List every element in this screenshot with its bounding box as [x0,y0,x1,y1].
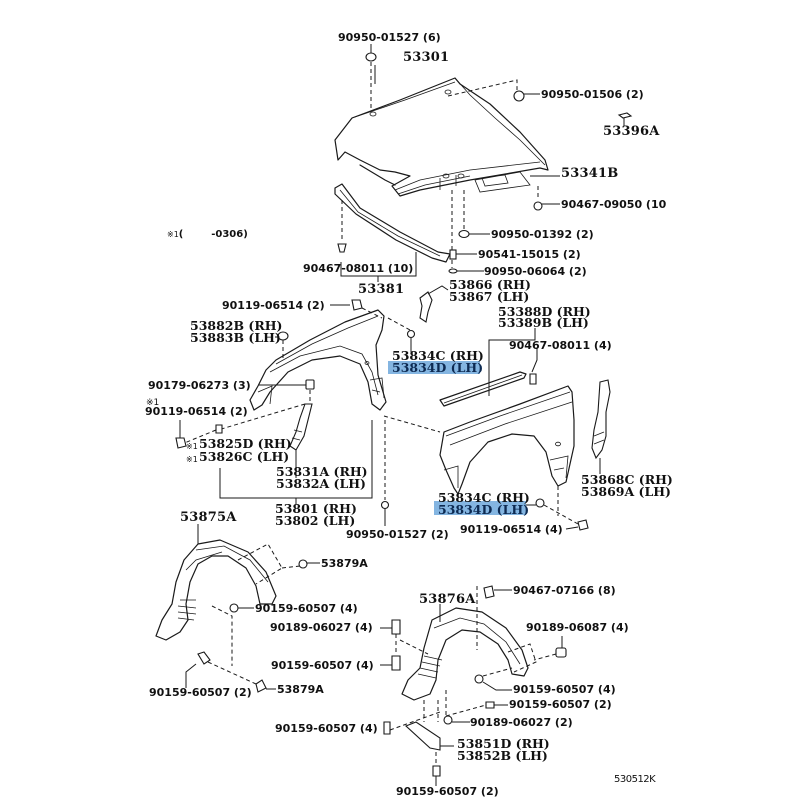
label-90159-60507-2-bottom[interactable]: 90159-60507 (2) [396,785,499,798]
label-53834c-rh-upper[interactable]: 53834C (RH) [392,348,484,363]
label-90159-60507-2-right[interactable]: 90159-60507 (2) [509,698,612,711]
label-90950-01527-2[interactable]: 90950-01527 (2) [346,528,449,541]
label-53876a[interactable]: 53876A [419,592,476,607]
label-90159-60507-4-d[interactable]: 90159-60507 (4) [275,722,378,735]
cushion-icon [458,229,490,239]
clip-icon [533,186,560,211]
fender-liner-left [155,524,283,666]
label-90189-06027-4[interactable]: 90189-06027 (4) [270,621,373,634]
label-53852b-lh[interactable]: 53852B (LH) [457,748,548,763]
screw-icon [380,655,401,671]
lower-shield [404,721,454,786]
label-53851d-rh[interactable]: 53851D (RH) [457,736,550,751]
clip-icon [483,585,512,599]
clip-icon [255,679,276,693]
label-53825d-rh[interactable]: 53825D (RH) [199,436,292,451]
label-53802-lh[interactable]: 53802 (LH) [275,513,356,528]
clip-icon [275,331,289,360]
label-90159-60507-4-a[interactable]: 90159-60507 (4) [255,602,358,615]
label-53883b-lh[interactable]: 53883B (LH) [190,330,281,345]
label-53879a-lower[interactable]: 53879A [277,683,324,696]
label-53866-rh[interactable]: 53866 (RH) [449,277,531,292]
screw-icon [474,667,513,691]
label-90119-06514-left[interactable]: 90119-06514 (2) [145,405,248,418]
label-53834c-rh-lower[interactable]: 53834C (RH) [438,490,530,505]
fender-right [439,385,575,495]
label-90119-06514-top[interactable]: 90119-06514 (2) [222,299,325,312]
brace-icon [175,403,313,451]
seal-strip [439,328,538,407]
footnote-marker: ※1 [167,230,179,239]
screw-icon [445,701,508,717]
label-53381[interactable]: 53381 [358,282,405,297]
footnote-marker-brace-rh: ※1 [186,442,198,451]
label-90159-60507-4-b[interactable]: 90159-60507 (4) [271,659,374,672]
screw-icon [383,711,441,735]
label-53834d-lh-lower[interactable]: 53834D (LH) [438,502,530,517]
label-90950-01527-6[interactable]: 90950-01527 (6) [338,31,441,44]
label-53396a[interactable]: 53396A [603,124,660,139]
label-53801-rh[interactable]: 53801 (RH) [275,501,357,516]
label-90467-07166[interactable]: 90467-07166 (8) [513,584,616,597]
label-90950-01392[interactable]: 90950-01392 (2) [491,228,594,241]
label-90119-06514-4[interactable]: 90119-06514 (4) [460,523,563,536]
nut-icon [258,379,315,404]
pad-icon [524,486,589,531]
label-53875a[interactable]: 53875A [180,510,237,525]
figure-code: 530512K [614,774,656,785]
nut-icon [365,44,377,112]
label-90179-06273[interactable]: 90179-06273 (3) [148,379,251,392]
bracket-icon [419,285,449,323]
clip-icon [533,636,567,661]
label-90467-08011-10[interactable]: 90467-08011 (10) [303,262,414,275]
label-90467-08011-4[interactable]: 90467-08011 (4) [509,339,612,352]
label-53879a-upper[interactable]: 53879A [321,557,368,570]
label-90467-09050[interactable]: 90467-09050 (10 [561,198,667,211]
fender-left [249,309,387,411]
label-53869a-lh[interactable]: 53869A (LH) [581,484,671,499]
grommet-icon [380,420,390,526]
label-53882b-rh[interactable]: 53882B (RH) [190,318,283,333]
dash-line [383,415,441,433]
grommet-icon [448,268,484,274]
pad-icon [387,317,416,352]
label-90159-60507-4-c[interactable]: 90159-60507 (4) [513,683,616,696]
label-53826c-lh[interactable]: 53826C (LH) [199,449,290,464]
footnote-marker-brace-lh: ※1 [186,455,198,464]
emblem-icon [617,112,633,126]
label-90189-06087[interactable]: 90189-06087 (4) [526,621,629,634]
label-53341b[interactable]: 53341B [561,166,619,181]
label-53832a-lh[interactable]: 53832A (LH) [276,476,366,491]
highlight-lower-pad [434,501,526,515]
screw-icon [185,651,257,688]
footnote-text: ( -0306) [178,229,248,240]
hood-seal [334,183,451,282]
clip-icon [380,619,429,655]
clip-icon [281,559,320,569]
label-53301[interactable]: 53301 [403,50,450,65]
screw-icon [229,603,254,613]
label-90159-60507-2-left[interactable]: 90159-60507 (2) [149,686,252,699]
hood-panel [334,77,549,197]
label-53389b-lh[interactable]: 53389B (LH) [498,315,589,330]
label-53831a-rh[interactable]: 53831A (RH) [276,464,368,479]
cushion-icon [447,79,540,102]
label-53867-lh[interactable]: 53867 (LH) [449,289,530,304]
highlight-upper-pad [388,361,480,374]
footnote-range: ※1( -0306) [167,229,248,240]
label-90541-15015[interactable]: 90541-15015 (2) [478,248,581,261]
label-90189-06027-2[interactable]: 90189-06027 (2) [470,716,573,729]
rear-seal [591,379,611,474]
footnote-marker-bolt: ※1 [146,398,160,408]
label-53388d-rh[interactable]: 53388D (RH) [498,304,591,319]
bolt-icon [330,299,383,319]
label-53834d-lh-upper[interactable]: 53834D (LH) [392,360,484,375]
clip-icon [443,715,470,725]
fender-liner-right [401,586,537,722]
label-53868c-rh[interactable]: 53868C (RH) [581,472,673,487]
label-90950-01506[interactable]: 90950-01506 (2) [541,88,644,101]
screw-icon [449,249,477,260]
label-90950-06064[interactable]: 90950-06064 (2) [484,265,587,278]
